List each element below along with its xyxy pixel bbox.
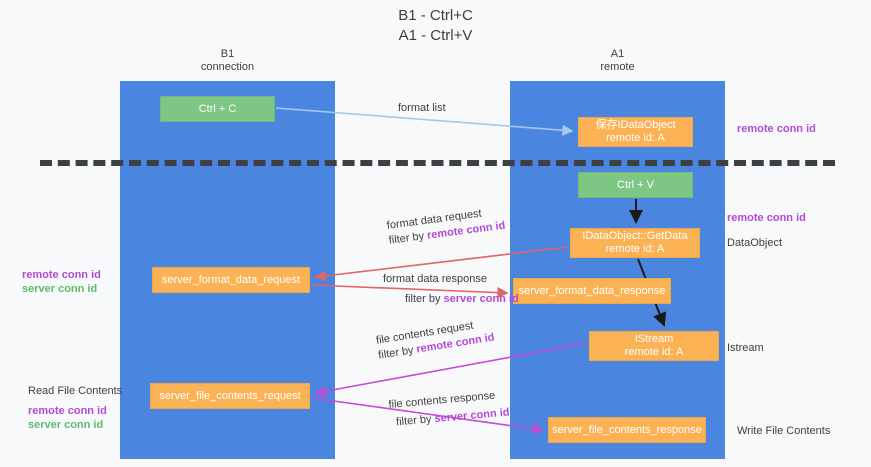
filter-prefix: filter by <box>395 413 436 429</box>
node-idataobject-getdata-sub: remote id: A <box>605 243 665 255</box>
node-server-file-contents-response[interactable]: server_file_contents_response <box>548 417 706 443</box>
annotation-write-file-contents: Write File Contents <box>737 425 831 437</box>
annotation-read-server-conn-id: server conn id <box>28 419 104 431</box>
node-istream-label: IStream <box>634 333 674 345</box>
node-save-idataobject-label: 保存IDataObject <box>595 119 676 131</box>
edge-label-format-data-request: format data request filter by remote con… <box>386 204 506 248</box>
node-server-file-contents-request-label: server_file_contents_request <box>159 389 301 402</box>
filter-prefix: filter by <box>388 229 428 247</box>
node-idataobject-getdata[interactable]: IDataObject::GetData remote id: A <box>570 228 700 258</box>
annotation-read-file-contents-group: Read File Contents remote conn id server… <box>28 384 122 432</box>
node-server-format-data-request-label: server_format_data_request <box>161 273 301 286</box>
edge-label-format-list: format list <box>398 101 446 115</box>
node-server-file-contents-request[interactable]: server_file_contents_request <box>150 383 310 409</box>
annotation-left-conn-ids: remote conn id server conn id <box>22 268 101 296</box>
edge-label-file-contents-response-filter: filter by server conn id <box>396 405 511 429</box>
annotation-remote-conn-id-mid: remote conn id <box>727 212 806 224</box>
annotation-dataobject: DataObject <box>727 237 783 249</box>
edge-label-format-data-response: format data response filter by server co… <box>383 272 519 306</box>
edge-label-format-data-response-line1: format data response <box>383 273 487 285</box>
annotation-left-remote-conn-id: remote conn id <box>22 269 101 281</box>
node-istream-sub: remote id: A <box>624 346 684 358</box>
column-header-a1-name: A1 <box>610 48 625 60</box>
node-server-format-data-response-label: server_format_data_response <box>518 284 666 297</box>
node-server-format-data-request[interactable]: server_format_data_request <box>152 267 310 293</box>
annotation-left-server-conn-id: server conn id <box>22 283 98 295</box>
column-header-b1-name: B1 <box>220 48 235 60</box>
filter-prefix: filter by <box>377 343 418 362</box>
column-header-b1-role: connection <box>200 61 255 73</box>
edge-label-file-contents-response: file contents response filter by server … <box>388 388 510 430</box>
filter-prefix: filter by <box>405 293 444 305</box>
node-save-idataobject[interactable]: 保存IDataObject remote id: A <box>578 117 693 147</box>
annotation-read-file-contents: Read File Contents <box>28 385 123 397</box>
node-ctrl-v-label: Ctrl + V <box>617 178 654 191</box>
column-header-b1: B1 connection <box>120 48 335 74</box>
node-server-format-data-response[interactable]: server_format_data_response <box>513 278 671 304</box>
node-save-idataobject-sub: remote id: A <box>606 132 665 144</box>
title-line-2: A1 - Ctrl+V <box>398 27 473 44</box>
node-ctrl-c-label: Ctrl + C <box>198 102 237 115</box>
node-ctrl-v[interactable]: Ctrl + V <box>578 172 693 198</box>
filter-key-server-conn-id: server conn id <box>434 406 510 426</box>
column-header-a1-role: remote <box>600 61 635 73</box>
node-server-file-contents-response-label: server_file_contents_response <box>552 423 702 436</box>
phase-divider <box>40 160 835 166</box>
edge-label-format-list-text: format list <box>398 102 446 114</box>
node-idataobject-getdata-label: IDataObject::GetData <box>582 230 688 242</box>
filter-key-server-conn-id: server conn id <box>443 293 519 305</box>
title-line-1: B1 - Ctrl+C <box>398 7 473 24</box>
node-ctrl-c[interactable]: Ctrl + C <box>160 96 275 122</box>
edge-label-format-data-response-filter: filter by server conn id <box>405 292 519 306</box>
column-header-a1: A1 remote <box>510 48 725 74</box>
node-istream[interactable]: IStream remote id: A <box>589 331 719 361</box>
page-title: B1 - Ctrl+C A1 - Ctrl+V <box>0 6 871 46</box>
edge-label-file-contents-request: file contents request filter by remote c… <box>375 316 495 363</box>
annotation-read-remote-conn-id: remote conn id <box>28 405 107 417</box>
annotation-istream: Istream <box>727 342 764 354</box>
annotation-remote-conn-id-top: remote conn id <box>737 123 816 135</box>
